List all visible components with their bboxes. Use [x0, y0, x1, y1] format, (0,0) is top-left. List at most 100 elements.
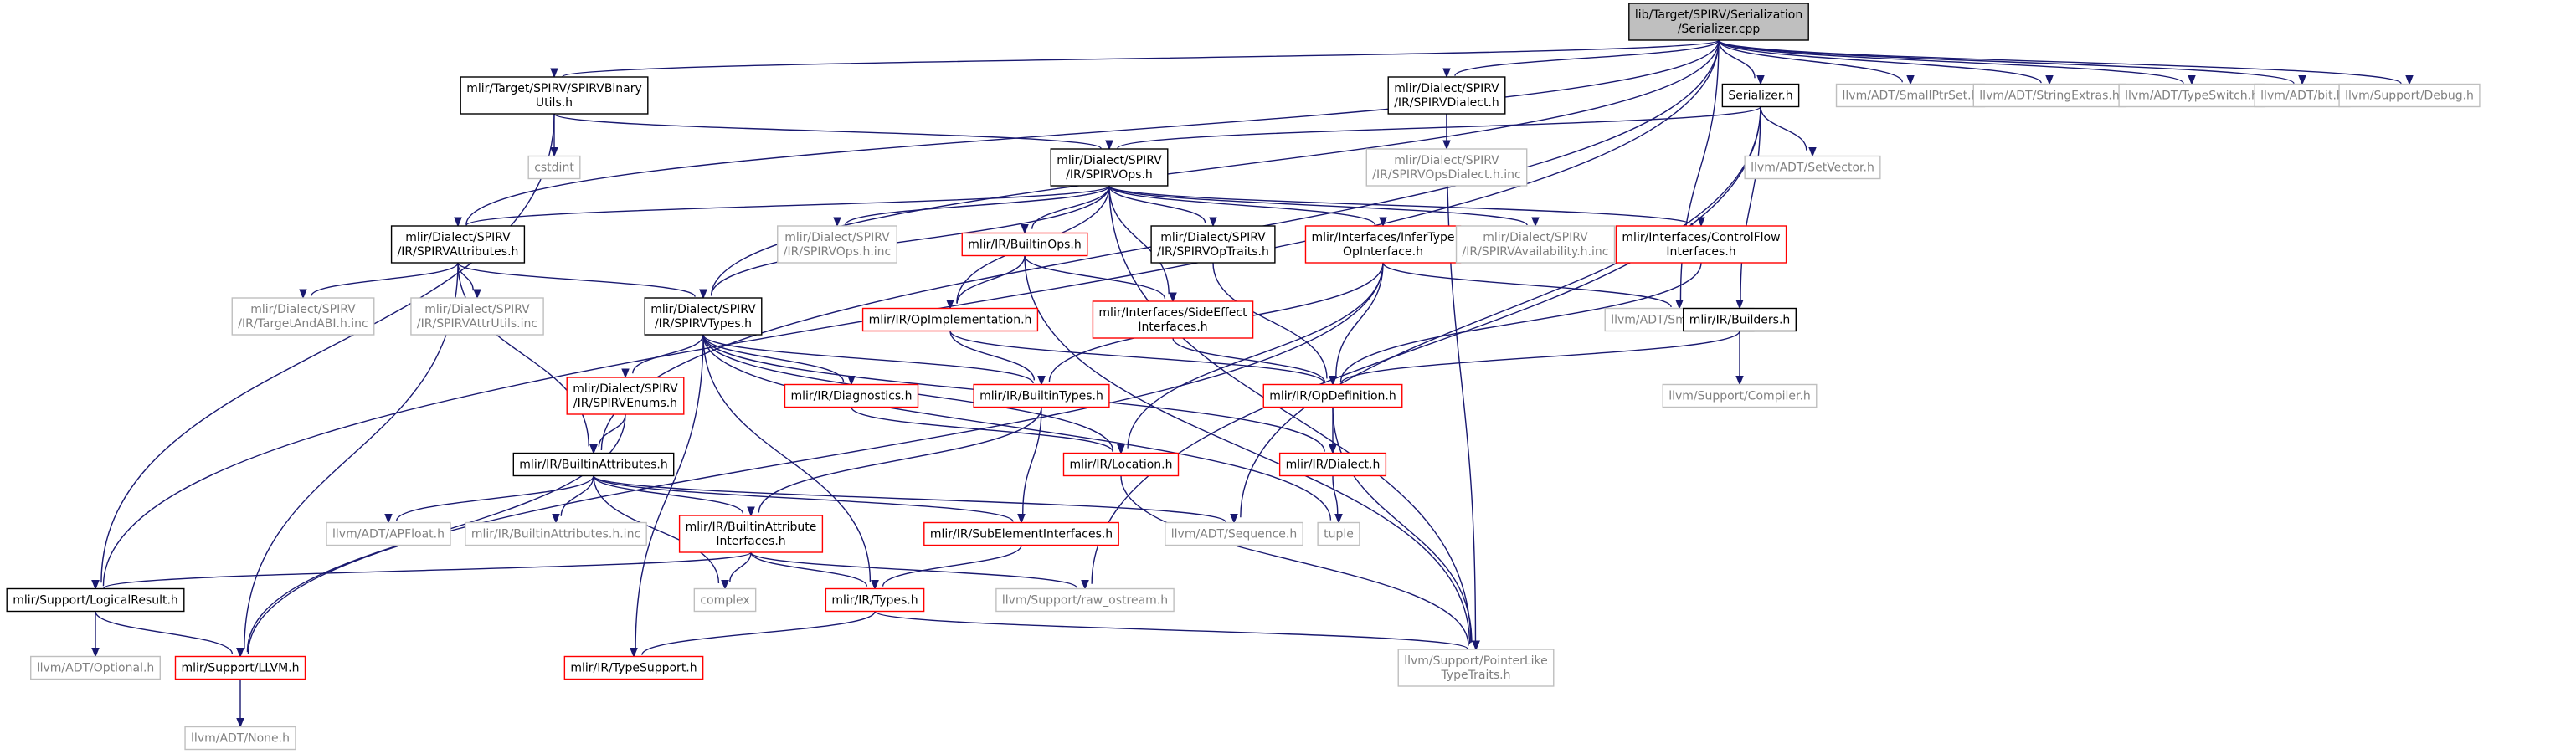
edge-arrowhead [1379, 217, 1387, 228]
node-label: cstdint [534, 162, 574, 175]
node-spoptraits[interactable]: mlir/Dialect/SPIRV/IR/SPIRVOpTraits.h [1150, 225, 1276, 264]
node-llvmh[interactable]: mlir/Support/LLVM.h [174, 655, 306, 680]
node-spenums[interactable]: mlir/Dialect/SPIRV/IR/SPIRVEnums.h [566, 377, 685, 415]
edge-spattrs-to-targetabi [299, 262, 459, 300]
node-apfloat: llvm/ADT/APFloat.h [326, 521, 451, 546]
edge-builtinattrs-to-sequence [593, 474, 1238, 524]
edge-binutils-to-spops [553, 113, 1113, 151]
edge-arrowhead [1329, 444, 1337, 454]
edge-line [702, 334, 845, 382]
edge-arrowhead [1230, 514, 1238, 524]
node-location[interactable]: mlir/IR/Location.h [1062, 452, 1180, 477]
node-spattrs[interactable]: mlir/Dialect/SPIRV/IR/SPIRVAttributes.h [390, 225, 526, 264]
node-targetabi: mlir/Dialect/SPIRV/IR/TargetAndABI.h.inc [231, 297, 375, 336]
node-label: llvm/ADT/StringExtras.h [1979, 90, 2119, 103]
edge-types-to-ptrlike [874, 610, 1480, 651]
edge-sptypes-to-spenums [621, 334, 704, 379]
edge-arrowhead [630, 648, 638, 658]
edge-arrowhead [1021, 224, 1029, 234]
node-label: /IR/SPIRVAttributes.h [398, 245, 519, 259]
node-box [1050, 148, 1169, 187]
node-box [1455, 225, 1616, 264]
edge-spdialect-to-ptrlike [1446, 113, 1480, 651]
edge-builders-to-opdef [1329, 331, 1740, 386]
node-label: mlir/Dialect/SPIRV [650, 303, 756, 316]
edge-arrowhead [1756, 75, 1765, 85]
node-builders[interactable]: mlir/IR/Builders.h [1683, 307, 1797, 332]
edge-serh-to-setvector [1760, 106, 1817, 157]
node-typesupport[interactable]: mlir/IR/TypeSupport.h [563, 655, 704, 680]
edge-line [396, 475, 594, 521]
edge-arrowhead [236, 648, 244, 658]
edge-arrowhead [1105, 140, 1113, 151]
edge-arrowhead [1442, 68, 1451, 79]
node-box [566, 377, 685, 415]
edge-arrowhead [1117, 444, 1125, 454]
node-subelem[interactable]: mlir/IR/SubElementInterfaces.h [923, 521, 1119, 546]
node-label: complex [700, 594, 749, 608]
node-logicalresult[interactable]: mlir/Support/LogicalResult.h [6, 587, 185, 613]
edge-line [845, 185, 1110, 225]
node-opimpl[interactable]: mlir/IR/OpImplementation.h [861, 307, 1039, 332]
node-label: mlir/IR/BuiltinAttribute [686, 521, 817, 534]
edge-arrowhead [1808, 147, 1817, 157]
node-layer: lib/Target/SPIRV/Serialization/Serialize… [6, 3, 2481, 751]
node-label: mlir/IR/BuiltinTypes.h [979, 390, 1103, 403]
node-box [961, 232, 1088, 257]
node-box [1387, 76, 1506, 115]
edge-battriface-to-complex [721, 551, 752, 590]
node-diagnostics[interactable]: mlir/IR/Diagnostics.h [784, 383, 919, 408]
edge-root-to-smallptr [1718, 39, 1915, 85]
node-serh[interactable]: Serializer.h [1721, 83, 1800, 108]
edge-arrowhead [1735, 300, 1744, 310]
node-dialect[interactable]: mlir/IR/Dialect.h [1278, 452, 1387, 477]
node-label: mlir/Interfaces/InferType [1311, 231, 1454, 244]
edge-root-to-bit [1718, 39, 2306, 85]
node-spdialect[interactable]: mlir/Dialect/SPIRV/IR/SPIRVDialect.h [1387, 76, 1506, 115]
node-box [465, 521, 647, 546]
edge-sptypes-to-builtintypes [702, 334, 1046, 386]
node-opdef[interactable]: mlir/IR/OpDefinition.h [1262, 383, 1403, 408]
node-builtinops[interactable]: mlir/IR/BuiltinOps.h [961, 232, 1088, 257]
node-label: /IR/TargetAndABI.h.inc [238, 317, 368, 331]
edge-arrowhead [454, 217, 462, 228]
edge-line [949, 331, 1325, 384]
edge-builders-to-compiler [1735, 331, 1744, 386]
node-box [1092, 300, 1254, 339]
edge-arrowhead [1334, 514, 1343, 524]
edge-line [710, 185, 1110, 296]
node-label: tuple [1324, 528, 1354, 541]
edge-line [851, 407, 1113, 453]
edge-line [1339, 262, 1702, 382]
node-box [527, 155, 581, 180]
node-strextras: llvm/ADT/StringExtras.h [1972, 83, 2126, 108]
node-types[interactable]: mlir/IR/Types.h [825, 587, 925, 613]
node-label: llvm/Support/Debug.h [2345, 90, 2474, 103]
edge-arrowhead [1329, 376, 1337, 386]
edge-line [1108, 185, 1206, 223]
node-spops[interactable]: mlir/Dialect/SPIRV/IR/SPIRVOps.h [1050, 148, 1169, 187]
node-label: mlir/IR/TypeSupport.h [570, 662, 697, 675]
node-box [563, 655, 704, 680]
node-label: /IR/SPIRVOpTraits.h [1157, 245, 1269, 259]
node-sptypes[interactable]: mlir/Dialect/SPIRV/IR/SPIRVTypes.h [644, 297, 763, 336]
edge-arrowhead [236, 718, 244, 728]
edge-serh-to-spops [1105, 105, 1761, 151]
edge-spops-to-builtinops [1021, 185, 1110, 234]
node-label: /IR/SPIRVOps.h [1066, 168, 1153, 182]
edge-arrowhead [2188, 75, 2196, 85]
node-label: mlir/IR/BuiltinAttributes.h.inc [471, 528, 640, 541]
node-root[interactable]: lib/Target/SPIRV/Serialization/Serialize… [1628, 3, 1809, 41]
node-box [1062, 452, 1180, 477]
node-complex: complex [693, 587, 757, 613]
node-label: /IR/SPIRVAvailability.h.inc [1463, 245, 1609, 259]
edge-battriface-to-types [750, 551, 879, 590]
node-builtintypes[interactable]: mlir/IR/BuiltinTypes.h [973, 383, 1110, 408]
edge-arrowhead [833, 217, 841, 228]
node-builtinattrs[interactable]: mlir/IR/BuiltinAttributes.h [512, 452, 675, 477]
